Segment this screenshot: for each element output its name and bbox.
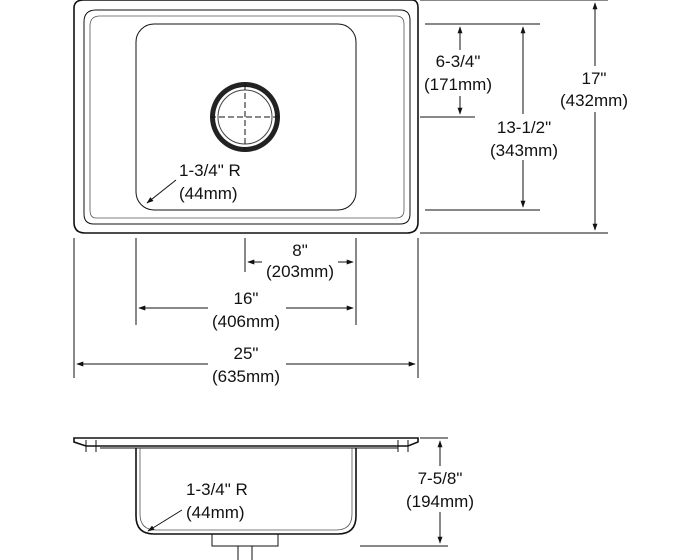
drain-offset-width-imperial: 6-3/4"	[436, 52, 481, 71]
sink-rim-inner	[83, 9, 411, 225]
bowl-length-imperial: 16"	[234, 289, 259, 308]
bowl-depth-imperial: 7-5/8"	[418, 469, 463, 488]
drain-offset-length-imperial: 8"	[292, 241, 308, 260]
side-drain-outlet	[211, 534, 279, 547]
bowl-width-imperial: 13-1/2"	[497, 118, 551, 137]
overall-length-metric: (635mm)	[212, 367, 280, 386]
corner-radius-metric: (44mm)	[179, 184, 238, 203]
bowl-depth-metric: (194mm)	[406, 492, 474, 511]
overall-width-metric: (432mm)	[560, 91, 628, 110]
side-corner-radius-leader	[147, 509, 183, 532]
side-corner-radius-metric: (44mm)	[186, 503, 245, 522]
corner-radius-leader	[146, 179, 177, 204]
bowl-outline	[135, 23, 357, 211]
overall-width-imperial: 17"	[582, 69, 607, 88]
side-rim-flange	[73, 437, 419, 447]
drain-offset-length-metric: (203mm)	[266, 262, 334, 281]
corner-radius-imperial: 1-3/4" R	[179, 161, 241, 180]
drain-icon	[210, 82, 280, 152]
side-view: 7-5/8" (194mm) 1-3/4" R (44mm)	[73, 437, 482, 560]
side-bowl-profile	[135, 448, 357, 535]
side-corner-radius-imperial: 1-3/4" R	[186, 480, 248, 499]
bowl-width-metric: (343mm)	[490, 141, 558, 160]
top-view: 17" (432mm) 13-1/2" (343mm) 6-3/4" (171m…	[73, 0, 638, 388]
sink-rim-inner-2	[89, 15, 405, 219]
bowl-length-metric: (406mm)	[212, 312, 280, 331]
overall-length-imperial: 25"	[234, 344, 259, 363]
sink-rim-outline	[73, 0, 419, 234]
drain-offset-width-metric: (171mm)	[424, 75, 492, 94]
